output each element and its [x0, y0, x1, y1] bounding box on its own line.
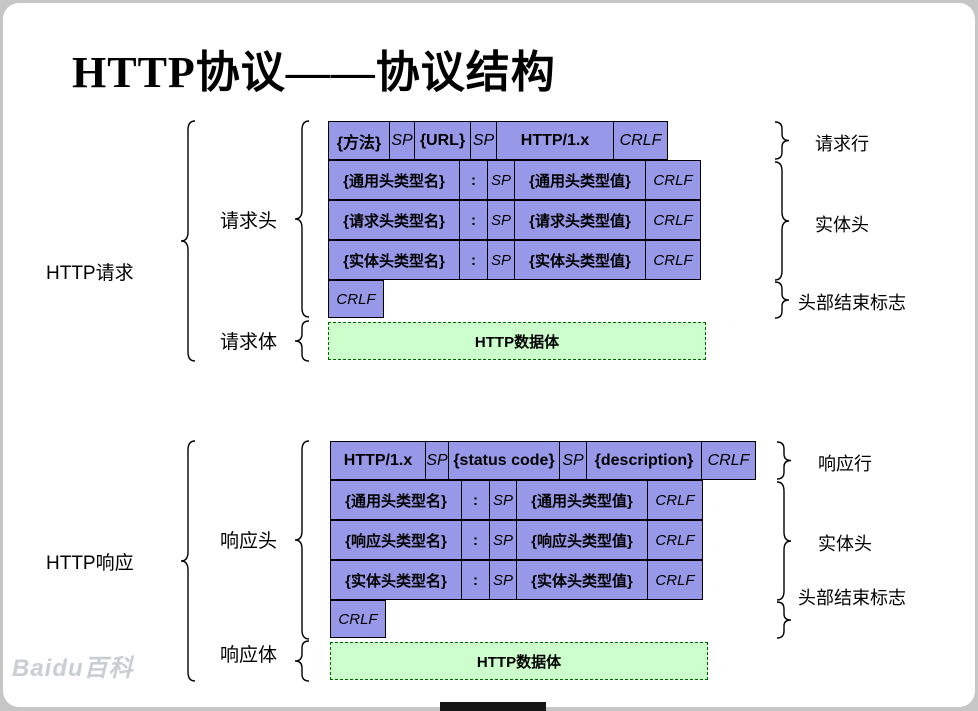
response-entity-brace: [776, 481, 792, 601]
cell-crlf: CRLF: [647, 520, 703, 560]
response-section-label: HTTP响应: [46, 553, 134, 574]
cell-header-value: {通用头类型值}: [516, 480, 648, 520]
cell-header-name: {响应头类型名}: [330, 520, 462, 560]
cell-sp: SP: [559, 441, 587, 480]
cell-sp: SP: [489, 520, 517, 560]
request-outer-brace: [180, 120, 196, 362]
request-body-brace: [294, 320, 310, 362]
response-header-end-label: 头部结束标志: [798, 588, 906, 608]
request-end-crlf-row: CRLF: [328, 280, 384, 318]
request-line-row: {方法} SP {URL} SP HTTP/1.x CRLF: [328, 121, 668, 160]
response-header-end-brace: [776, 601, 792, 639]
response-entity-label: 实体头: [818, 534, 872, 554]
response-outer-brace: [180, 440, 196, 682]
page-title: HTTP协议——协议结构: [72, 48, 556, 97]
request-entity-brace: [774, 161, 790, 281]
cell-crlf: CRLF: [647, 560, 703, 600]
cell-colon: :: [459, 200, 488, 240]
cell-description: {description}: [586, 441, 702, 480]
request-line-label: 请求行: [815, 134, 869, 154]
cell-crlf: CRLF: [330, 600, 386, 638]
cell-sp: SP: [487, 200, 515, 240]
cell-http-version: HTTP/1.x: [330, 441, 426, 480]
request-header-label: 请求头: [220, 211, 278, 232]
cell-sp: SP: [470, 121, 497, 160]
request-header-brace: [294, 120, 310, 318]
cell-sp: SP: [489, 560, 517, 600]
cell-http-version: HTTP/1.x: [496, 121, 614, 160]
cell-sp: SP: [489, 480, 517, 520]
response-general-header-row: {通用头类型名} : SP {通用头类型值} CRLF: [330, 480, 703, 520]
baidu-baike-watermark: Baidu百科: [12, 655, 134, 682]
response-line-label: 响应行: [818, 454, 872, 474]
request-body-label: 请求体: [220, 332, 278, 353]
cell-colon: :: [461, 480, 490, 520]
request-header-end-brace: [774, 281, 790, 319]
request-request-header-row: {请求头类型名} : SP {请求头类型值} CRLF: [328, 200, 701, 240]
request-header-end-label: 头部结束标志: [798, 293, 906, 313]
response-entity-header-row: {实体头类型名} : SP {实体头类型值} CRLF: [330, 560, 703, 600]
request-section-label: HTTP请求: [46, 263, 134, 284]
response-header-brace: [294, 440, 310, 640]
cell-header-value: {通用头类型值}: [514, 160, 646, 200]
cell-crlf: CRLF: [645, 200, 701, 240]
cell-header-name: {实体头类型名}: [330, 560, 462, 600]
response-line-brace: [776, 441, 792, 480]
request-general-header-row: {通用头类型名} : SP {通用头类型值} CRLF: [328, 160, 701, 200]
cell-header-name: {通用头类型名}: [328, 160, 460, 200]
cell-header-name: {通用头类型名}: [330, 480, 462, 520]
cell-method: {方法}: [328, 121, 390, 160]
cell-header-name: {实体头类型名}: [328, 240, 460, 280]
cell-colon: :: [459, 240, 488, 280]
cell-sp: SP: [389, 121, 415, 160]
cell-crlf: CRLF: [701, 441, 756, 480]
request-entity-label: 实体头: [815, 215, 869, 235]
cell-header-value: {请求头类型值}: [514, 200, 646, 240]
cell-crlf: CRLF: [645, 160, 701, 200]
response-header-label: 响应头: [220, 531, 278, 552]
cell-crlf: CRLF: [613, 121, 668, 160]
cell-sp: SP: [425, 441, 449, 480]
cell-sp: SP: [487, 240, 515, 280]
request-line-brace: [774, 121, 790, 160]
response-response-header-row: {响应头类型名} : SP {响应头类型值} CRLF: [330, 520, 703, 560]
cell-status-code: {status code}: [448, 441, 560, 480]
cell-crlf: CRLF: [645, 240, 701, 280]
response-data-body: HTTP数据体: [330, 642, 708, 680]
cell-url: {URL}: [414, 121, 471, 160]
cell-colon: :: [459, 160, 488, 200]
cell-colon: :: [461, 560, 490, 600]
cell-header-value: {响应头类型值}: [516, 520, 648, 560]
cell-colon: :: [461, 520, 490, 560]
bottom-edge-bar: [440, 702, 546, 711]
response-line-row: HTTP/1.x SP {status code} SP {descriptio…: [330, 441, 756, 480]
request-data-body: HTTP数据体: [328, 322, 706, 360]
response-body-brace: [294, 640, 310, 682]
cell-crlf: CRLF: [328, 280, 384, 318]
cell-header-name: {请求头类型名}: [328, 200, 460, 240]
response-end-crlf-row: CRLF: [330, 600, 386, 638]
request-entity-header-row: {实体头类型名} : SP {实体头类型值} CRLF: [328, 240, 701, 280]
cell-sp: SP: [487, 160, 515, 200]
cell-header-value: {实体头类型值}: [516, 560, 648, 600]
cell-header-value: {实体头类型值}: [514, 240, 646, 280]
cell-crlf: CRLF: [647, 480, 703, 520]
response-body-label: 响应体: [220, 645, 278, 666]
